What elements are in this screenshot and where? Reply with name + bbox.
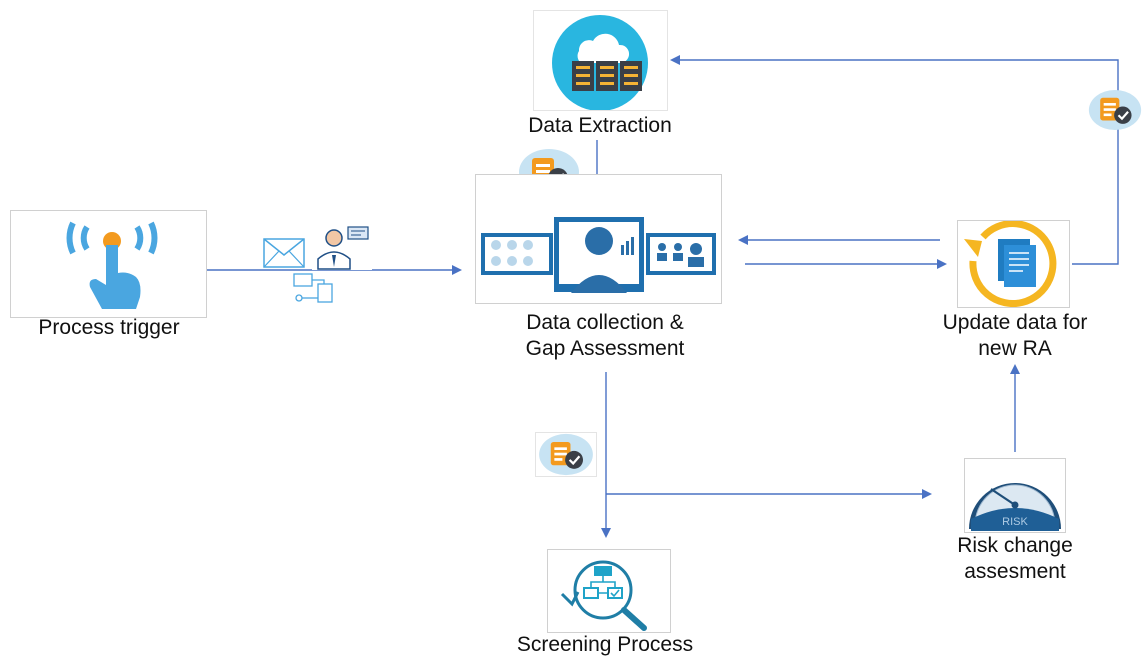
data-extraction-box bbox=[533, 10, 668, 111]
document-check-box bbox=[535, 432, 597, 477]
touch-signal-icon bbox=[66, 221, 158, 309]
mail-icon bbox=[263, 238, 305, 268]
risk-gauge-icon: RISK bbox=[969, 483, 1061, 531]
data-collection-box bbox=[475, 174, 722, 304]
update-data-label: Update data for new RA bbox=[942, 311, 1088, 360]
process-search-icon bbox=[560, 560, 647, 631]
analyst-dashboard-icon bbox=[481, 217, 716, 293]
risk-gauge-text: RISK bbox=[1002, 516, 1028, 528]
risk-change-label: Risk change assesment bbox=[957, 534, 1073, 583]
process-trigger-box bbox=[10, 210, 207, 318]
update-data-box bbox=[957, 220, 1070, 308]
document-check-icon bbox=[1088, 89, 1142, 131]
data-collection-label: Data collection & Gap Assessment bbox=[525, 311, 685, 360]
process-trigger-label: Process trigger bbox=[38, 316, 180, 339]
refresh-document-icon bbox=[964, 221, 1057, 307]
screening-box bbox=[547, 549, 671, 633]
risk-change-box: RISK bbox=[964, 458, 1066, 533]
data-extraction-label: Data Extraction bbox=[528, 114, 672, 137]
screening-label: Screening Process bbox=[516, 633, 694, 656]
advisor-icon bbox=[312, 225, 372, 270]
workflow-icon bbox=[293, 273, 333, 303]
document-check-icon bbox=[539, 433, 593, 476]
cloud-server-icon bbox=[552, 15, 648, 110]
arrow-update-to-extraction bbox=[670, 55, 1119, 265]
